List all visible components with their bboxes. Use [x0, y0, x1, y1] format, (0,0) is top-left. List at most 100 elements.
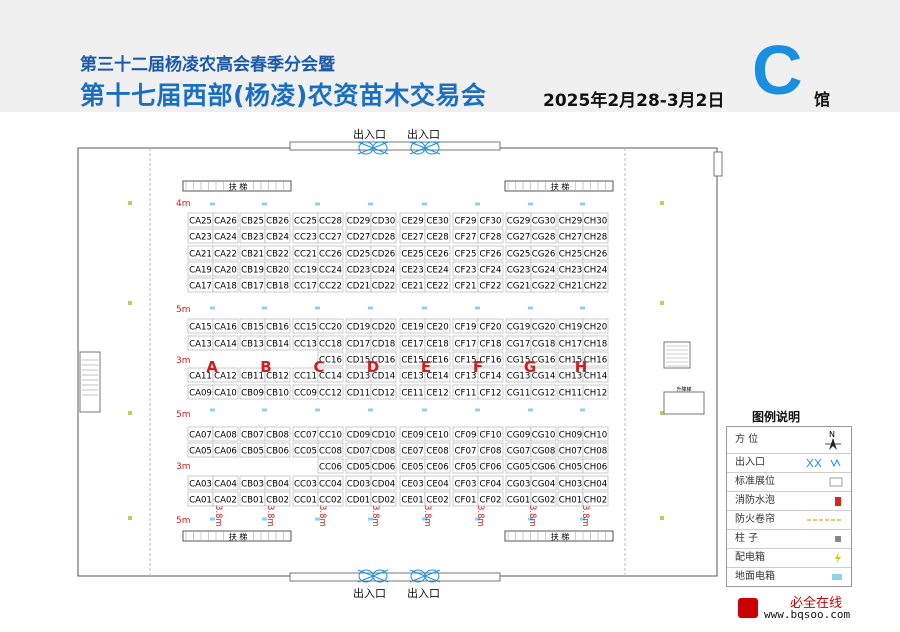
exit-door-icon — [372, 141, 388, 155]
hall-suffix: 馆 — [814, 90, 831, 109]
pillar — [660, 411, 664, 415]
booth-label: CH18 — [584, 340, 607, 350]
booth-label: CF20 — [480, 323, 502, 333]
booth — [477, 318, 504, 334]
booth — [424, 458, 451, 474]
booth-label: CG10 — [532, 431, 556, 441]
booth-label: CG20 — [532, 323, 556, 333]
floor-box — [368, 306, 373, 310]
booth-label: CC20 — [319, 323, 342, 333]
legend-title: 图例说明 — [752, 410, 801, 424]
lift-right — [663, 391, 705, 415]
booth-label: CD11 — [347, 389, 371, 399]
booth-label: CG13 — [507, 372, 531, 382]
booth-label: CH15 — [559, 356, 582, 366]
booth — [530, 367, 557, 383]
booth-label: CD15 — [347, 356, 371, 366]
booth-label: CG22 — [532, 282, 556, 292]
aisle-letter: E — [421, 358, 431, 376]
booth-label: CD23 — [347, 266, 371, 276]
booth — [212, 426, 239, 442]
booth-label: CB06 — [266, 447, 289, 457]
booth-label: CG16 — [532, 356, 556, 366]
booth — [477, 367, 504, 383]
booth-label: CF09 — [455, 431, 477, 441]
booth — [264, 261, 291, 277]
booth-label: CE11 — [401, 389, 423, 399]
booth — [317, 458, 344, 474]
booth — [582, 458, 609, 474]
booth-label: CE03 — [401, 480, 423, 490]
distance-label: 3m — [176, 356, 191, 366]
booth — [370, 367, 397, 383]
booth-label: CG24 — [532, 266, 556, 276]
booth-label: CD08 — [372, 447, 396, 457]
booth — [424, 335, 451, 351]
booth-label: CG28 — [532, 233, 556, 243]
booth-label: CG23 — [507, 266, 531, 276]
booth — [317, 245, 344, 261]
booth — [212, 228, 239, 244]
floor-box — [210, 202, 215, 206]
booth-label: CA01 — [189, 496, 212, 506]
exit-label-bottom-left: 出入口 — [353, 587, 386, 600]
booth — [212, 245, 239, 261]
pillar — [128, 411, 132, 415]
escalator-label-bg — [225, 182, 251, 190]
booth-label: CC12 — [319, 389, 342, 399]
floor-box — [528, 517, 533, 521]
booth — [264, 228, 291, 244]
booth-label: CA23 — [189, 233, 212, 243]
booth-icon — [829, 473, 843, 491]
booth-label: CH22 — [584, 282, 607, 292]
booth — [582, 228, 609, 244]
booth-label: CG21 — [507, 282, 531, 292]
pillar — [128, 301, 132, 305]
booth — [530, 318, 557, 334]
booth-label: CF17 — [455, 340, 477, 350]
booth — [370, 384, 397, 400]
booth — [370, 351, 397, 367]
booth-label: CH11 — [559, 389, 582, 399]
booth-label: CH19 — [559, 323, 582, 333]
booth-label: CA13 — [189, 340, 212, 350]
booth-label: CB13 — [241, 340, 264, 350]
compass-north: N — [829, 430, 835, 439]
distance-label-vertical: 3.8m — [475, 505, 485, 527]
distance-label-vertical: 3.8m — [422, 505, 432, 527]
distance-label-vertical: 3.8m — [527, 505, 537, 527]
booth-label: CH05 — [559, 463, 582, 473]
booth — [582, 367, 609, 383]
booth-label: CC01 — [294, 496, 317, 506]
booth — [370, 335, 397, 351]
booth — [530, 277, 557, 293]
aisle-letter: D — [367, 358, 379, 376]
booth-label: CC14 — [319, 372, 342, 382]
booth — [264, 367, 291, 383]
booth — [424, 228, 451, 244]
booth — [424, 318, 451, 334]
booth-label: CH26 — [584, 250, 607, 260]
bottom-exit-wall — [289, 572, 501, 582]
booth-label: CE25 — [401, 250, 423, 260]
booth — [424, 426, 451, 442]
booth — [370, 458, 397, 474]
booth-label: CH28 — [584, 233, 607, 243]
aisle-letter: H — [575, 358, 588, 376]
distance-label-vertical: 3.8m — [317, 505, 327, 527]
booth-label: CF01 — [455, 496, 477, 506]
hall-outline — [77, 147, 718, 577]
booth — [264, 475, 291, 491]
aisle-letter: G — [524, 358, 536, 376]
booth-label: CA15 — [189, 323, 212, 333]
booth-label: CF02 — [480, 496, 502, 506]
booth-label: CC27 — [319, 233, 342, 243]
booth-label: CD04 — [372, 480, 396, 490]
booth-label: CE22 — [426, 282, 448, 292]
pillar-icon — [833, 530, 843, 548]
booth — [477, 228, 504, 244]
booth — [530, 261, 557, 277]
booth — [477, 384, 504, 400]
floor-box — [475, 202, 480, 206]
booth — [582, 384, 609, 400]
